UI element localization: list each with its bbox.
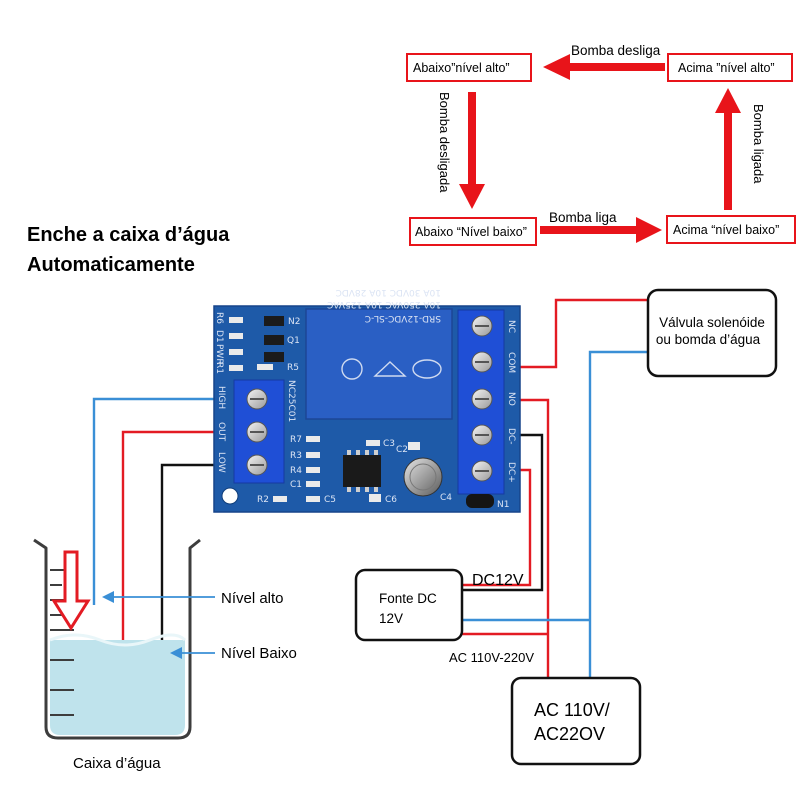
silk-r5: R5: [287, 363, 299, 373]
arrow-pump-off-label: Bomba desliga: [571, 43, 661, 58]
silk-r4: R4: [290, 466, 302, 476]
title-line-1: Enche a caixa d’água: [27, 224, 230, 246]
state-box-below-low: Abaixo “Nível baixo”: [409, 217, 537, 246]
silk-r6: R6: [214, 312, 224, 324]
ic-chip: [343, 450, 381, 492]
title-line-2: Automaticamente: [27, 254, 195, 276]
level-pointers: [102, 591, 215, 659]
silk-c4: C4: [440, 493, 452, 503]
silk-c2: C2: [396, 445, 408, 455]
silk-pwr: PWR: [214, 344, 224, 365]
silk-q1: Q1: [287, 336, 300, 346]
silk-r2: R2: [257, 495, 269, 505]
arrow-pump-stays-on: Bomba ligada: [715, 88, 766, 210]
silk-r7: R7: [290, 435, 302, 445]
silk-c6: C6: [385, 495, 397, 505]
terminal-dc-pos-label: DC+: [506, 462, 516, 483]
tank-label: Caixa d’água: [73, 755, 161, 772]
dc-supply-label-1: Fonte DC: [379, 591, 437, 606]
terminal-dc-neg-label: DC-: [506, 428, 516, 444]
ac-source-label-2: AC22OV: [534, 724, 605, 744]
wire-valve-to-ac: [588, 350, 648, 680]
state-box-below-low-label: Abaixo “Nível baixo”: [415, 225, 527, 239]
terminal-labels-left: HIGH OUT LOW NC25C01: [216, 380, 296, 473]
capacitor: [403, 457, 443, 497]
state-box-below-high-label: Abaixo”nível alto”: [413, 61, 510, 75]
ac-source-label-1: AC 110V/: [534, 700, 610, 720]
terminal-high-label: HIGH: [216, 386, 226, 409]
terminal-block-power: [457, 309, 505, 495]
low-level-label: Nível Baixo: [221, 645, 297, 662]
valve-box: Válvula solenóide ou bomda d’água: [646, 288, 778, 378]
board-model-label: NC25C01: [286, 380, 296, 422]
relay-rating-1: 10A 250VAC 10A 125VAC: [327, 299, 441, 309]
high-level-label: Nível alto: [221, 590, 284, 607]
arrow-pump-off: Bomba desliga: [543, 43, 665, 80]
silkscreen-labels: R6 D1 PWR R1 N2 Q1 R5 R7 R3 R4 C1 R2 C5 …: [214, 312, 509, 510]
silk-r1: R1: [214, 362, 224, 374]
silk-n2: N2: [288, 317, 300, 327]
arrow-pump-stays-off: Bomba desligada: [437, 92, 485, 209]
silk-c3: C3: [383, 439, 395, 449]
water-tank: [33, 538, 201, 740]
silk-r3: R3: [290, 451, 302, 461]
silk-c1: C1: [290, 480, 302, 490]
state-flow-diagram: Abaixo”nível alto” Acima ”nível alto” Ab…: [406, 43, 796, 246]
arrow-pump-stays-off-label: Bomba desligada: [437, 92, 452, 193]
certification-marks: [341, 358, 442, 380]
state-box-above-low-label: Acima “nível baixo”: [673, 223, 779, 237]
state-box-above-low: Acima “nível baixo”: [666, 215, 796, 244]
valve-label-1: Válvula solenóide: [659, 315, 765, 330]
terminal-no-label: NO: [506, 392, 516, 406]
silk-d1: D1: [214, 330, 224, 343]
ac-wire-label: AC 110V-220V: [449, 650, 534, 665]
fill-direction-arrow: [51, 550, 91, 631]
arrow-pump-stays-on-label: Bomba ligada: [751, 104, 766, 184]
terminal-nc-label: NC: [506, 320, 516, 333]
terminal-out-label: OUT: [216, 422, 226, 442]
silk-n1: N1: [497, 500, 509, 510]
arrow-pump-on-label: Bomba liga: [549, 210, 617, 225]
terminal-com-label: COM: [506, 352, 516, 373]
terminal-low-label: LOW: [216, 452, 226, 473]
silk-c5: C5: [324, 495, 336, 505]
dc-supply-box: Fonte DC 12V: [354, 568, 464, 642]
relay-component: SRD-12VDC-SL-C 10A 250VAC 10A 125VAC 10A…: [305, 287, 453, 420]
relay-module-board: SRD-12VDC-SL-C 10A 250VAC 10A 125VAC 10A…: [213, 287, 521, 513]
state-box-above-high-label: Acima ”nível alto”: [678, 61, 775, 75]
ac-source-box: AC 110V/ AC22OV: [510, 676, 642, 766]
dc-wire-label: DC12V: [472, 572, 524, 589]
terminal-block-sensors: [233, 379, 285, 484]
dc-supply-label-2: 12V: [379, 611, 403, 626]
state-box-below-high: Abaixo”nível alto”: [406, 53, 532, 82]
relay-model-text: SRD-12VDC-SL-C: [365, 313, 441, 323]
valve-label-2: ou bomda d’água: [656, 332, 761, 347]
wire-out-probe: [121, 430, 240, 708]
smd-components: [229, 316, 420, 502]
state-box-above-high: Acima ”nível alto”: [667, 53, 793, 82]
arrow-pump-on: Bomba liga: [540, 210, 662, 243]
relay-rating-2: 10A 30VDC 10A 28VDC: [336, 287, 441, 297]
wire-high-probe: [92, 397, 235, 605]
tank-outline: [33, 538, 201, 740]
terminal-labels-right: NC COM NO DC- DC+: [506, 320, 516, 483]
